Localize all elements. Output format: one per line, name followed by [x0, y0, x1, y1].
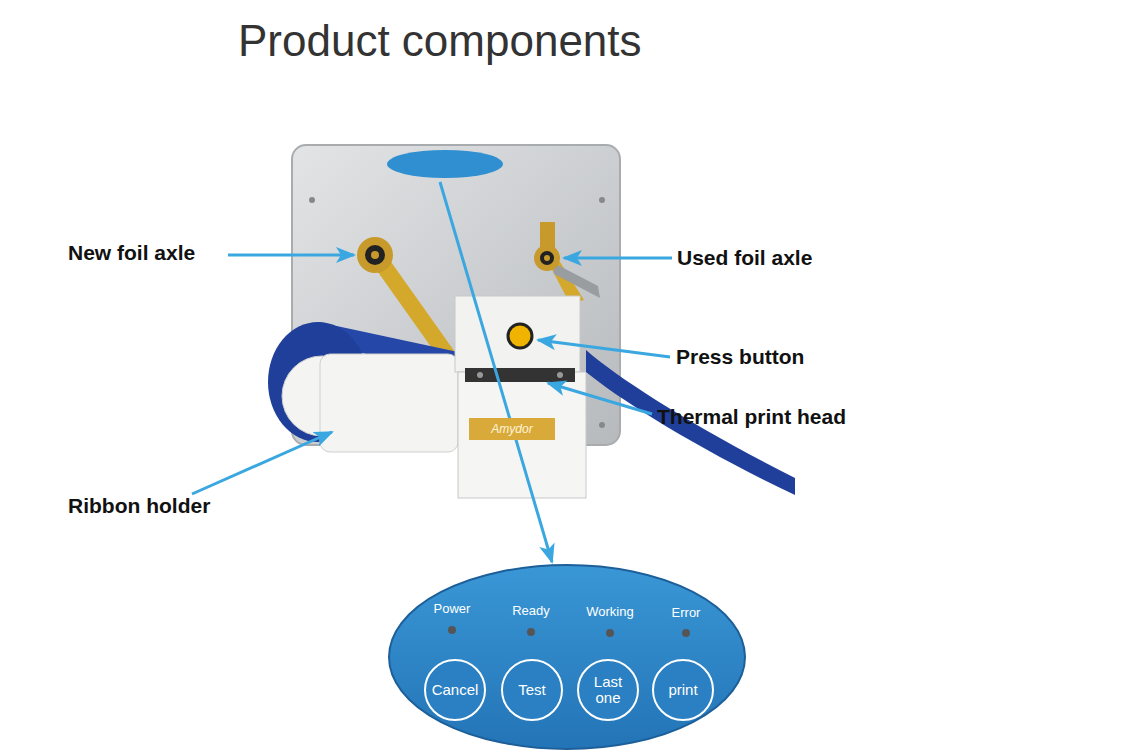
- button-label: Test: [518, 682, 546, 698]
- callout-label: Press button: [676, 345, 804, 369]
- callout-label: Thermal print head: [657, 405, 846, 429]
- callout-label: Ribbon holder: [68, 494, 210, 518]
- panel-button: print: [652, 659, 714, 721]
- brand-plate: Amydor: [469, 418, 554, 440]
- title: Product components: [238, 16, 642, 66]
- indicator-label: Error: [672, 605, 701, 620]
- panel-button: Cancel: [424, 659, 486, 721]
- panel-button: Last one: [577, 659, 639, 721]
- callout-label: Used foil axle: [677, 246, 812, 270]
- button-label: Last one: [582, 674, 634, 706]
- panel-button: Test: [501, 659, 563, 721]
- button-label: Cancel: [432, 682, 479, 698]
- button-label: print: [668, 682, 697, 698]
- indicator-label: Ready: [512, 603, 550, 618]
- indicator-label: Working: [586, 604, 633, 619]
- indicator-label: Power: [434, 601, 471, 616]
- callout-label: New foil axle: [68, 241, 195, 265]
